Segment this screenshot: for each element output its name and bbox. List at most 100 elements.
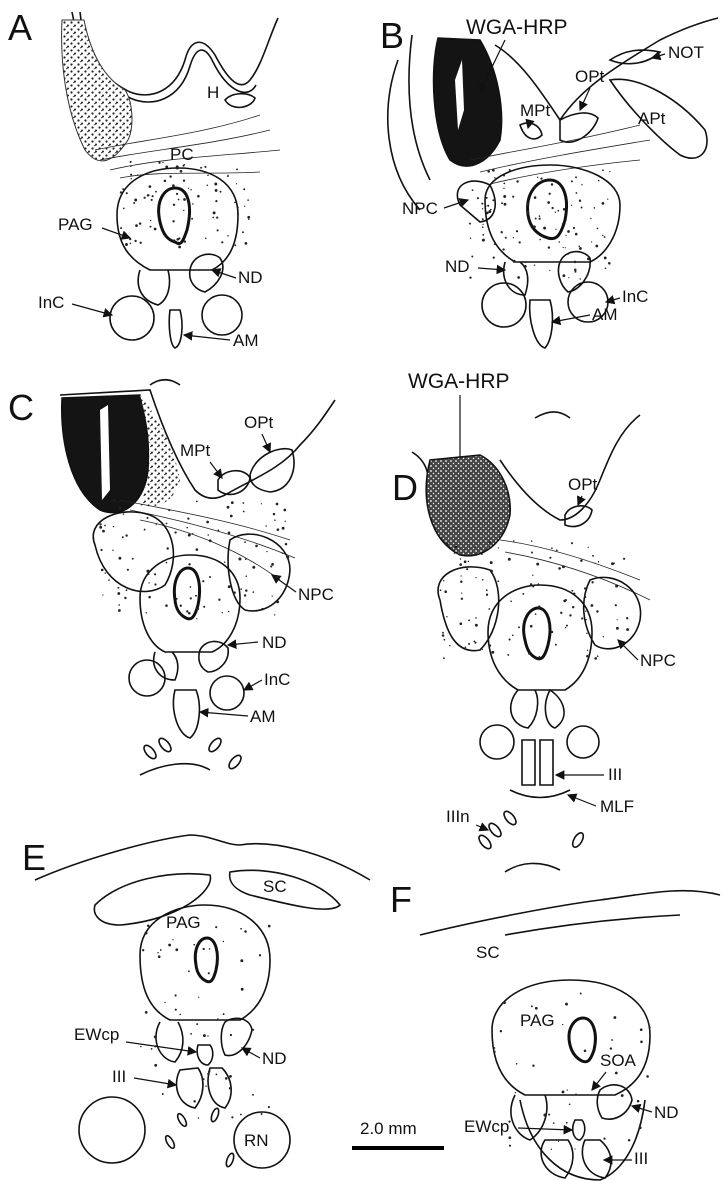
labeled-cell-dot — [183, 165, 185, 167]
labeled-cell-dot — [594, 207, 596, 209]
labeled-cell-dot — [539, 239, 540, 240]
midline-mark-c — [140, 764, 210, 775]
aqueduct-e — [195, 938, 217, 982]
labeled-cell-dot — [216, 217, 218, 219]
labeled-cell-dot — [535, 1007, 538, 1010]
labeled-cell-dot — [580, 559, 582, 561]
labeled-cell-dot — [154, 583, 156, 585]
labeled-cell-dot — [515, 1092, 516, 1093]
labeled-cell-dot — [530, 625, 533, 628]
labeled-cell-dot — [175, 948, 178, 951]
labeled-cell-dot — [575, 1093, 576, 1094]
labeled-cell-dot — [466, 568, 468, 570]
label-rn-e: RN — [244, 1131, 269, 1150]
labeled-cell-dot — [608, 262, 611, 265]
labeled-cell-dot — [120, 191, 122, 193]
labeled-cell-dot — [266, 551, 267, 552]
labeled-cell-dot — [460, 558, 461, 559]
labeled-cell-dot — [151, 1048, 153, 1050]
labeled-cell-dot — [569, 1103, 571, 1105]
labeled-cell-dot — [142, 949, 144, 951]
labeled-cell-dot — [144, 197, 146, 199]
labeled-cell-dot — [482, 649, 483, 650]
label-npc-d: NPC — [640, 651, 676, 670]
labeled-cell-dot — [112, 550, 113, 551]
labeled-cell-dot — [216, 1074, 218, 1076]
label-mlf-d: MLF — [600, 797, 634, 816]
labeled-cell-dot — [492, 199, 494, 201]
labeled-cell-dot — [560, 612, 562, 614]
labeled-cell-dot — [574, 261, 577, 264]
labeled-cell-dot — [242, 231, 244, 233]
labeled-cell-dot — [252, 1029, 254, 1031]
label-ewcp-f: EWcp — [464, 1117, 509, 1136]
labeled-cell-dot — [566, 1122, 568, 1124]
labeled-cell-dot — [615, 1072, 618, 1075]
labeled-cell-dot — [508, 1121, 510, 1123]
labeled-cell-dot — [646, 1075, 649, 1078]
labeled-cell-dot — [503, 1001, 506, 1004]
labeled-cell-dot — [188, 970, 190, 972]
labeled-cell-dot — [158, 955, 161, 958]
label-inc-b: InC — [622, 287, 648, 306]
arrow-opt-c — [262, 434, 270, 452]
labeled-cell-dot — [145, 932, 148, 935]
labeled-cell-dot — [586, 633, 587, 634]
label-inc-c: InC — [264, 670, 290, 689]
labeled-cell-dot — [241, 988, 244, 991]
labeled-cell-dot — [268, 925, 271, 928]
labeled-cell-dot — [567, 230, 570, 233]
arrow-am-c — [200, 712, 248, 716]
opt-d — [565, 506, 592, 527]
labeled-cell-dot — [486, 589, 488, 591]
labeled-cell-dot — [154, 1045, 156, 1047]
aqueduct-f — [569, 1018, 595, 1062]
iii-right-f — [582, 1140, 611, 1178]
label-npc-c: NPC — [298, 585, 334, 604]
labeled-cell-dot — [503, 195, 506, 198]
labeled-cell-dot — [208, 972, 210, 974]
labeled-cell-dot — [469, 223, 471, 225]
labeled-cell-dot — [188, 612, 191, 615]
labeled-cell-dot — [531, 551, 533, 553]
labeled-cell-dot — [581, 617, 583, 619]
injection-site-b — [434, 38, 502, 166]
labeled-cell-dot — [176, 598, 178, 600]
labeled-cell-dot — [176, 193, 178, 195]
panel-e: E SC PAG EWcp ND III RN — [22, 835, 370, 1168]
labeled-cell-dot — [522, 593, 524, 595]
labeled-cell-dot — [207, 534, 208, 535]
labeled-cell-dot — [190, 597, 192, 599]
labeled-cell-dot — [500, 1030, 502, 1032]
labeled-cell-dot — [172, 939, 173, 940]
labeled-cell-dot — [468, 561, 470, 563]
label-pc-a: PC — [170, 145, 194, 164]
labeled-cell-dot — [503, 188, 504, 189]
labeled-cell-dot — [173, 239, 175, 241]
iii-right-e — [208, 1068, 231, 1108]
labeled-cell-dot — [245, 242, 248, 245]
labeled-cell-dot — [135, 224, 138, 227]
edinger-left-d — [511, 690, 538, 728]
label-opt-b: OPt — [575, 67, 605, 86]
label-not-b: NOT — [668, 43, 704, 62]
labeled-cell-dot — [283, 509, 286, 512]
label-nd-c: ND — [262, 633, 287, 652]
labeled-cell-dot — [565, 627, 566, 628]
labeled-cell-dot — [217, 229, 219, 231]
labeled-cell-dot — [237, 213, 239, 215]
arrow-ewcp-f — [518, 1128, 572, 1130]
nerve-d4 — [571, 831, 586, 849]
panel-letter-a: A — [8, 7, 32, 48]
labeled-cell-dot — [154, 228, 157, 231]
label-am-c: AM — [250, 707, 276, 726]
labeled-cell-dot — [543, 227, 546, 230]
labeled-cell-dot — [240, 959, 243, 962]
labeled-cell-dot — [535, 218, 537, 220]
labeled-cell-dot — [179, 1014, 181, 1016]
labeled-cell-dot — [585, 610, 586, 611]
nd-right-b — [558, 252, 590, 292]
labeled-cell-dot — [190, 1033, 192, 1035]
labeled-cell-dot — [482, 226, 484, 228]
labeled-cell-dot — [512, 196, 514, 198]
